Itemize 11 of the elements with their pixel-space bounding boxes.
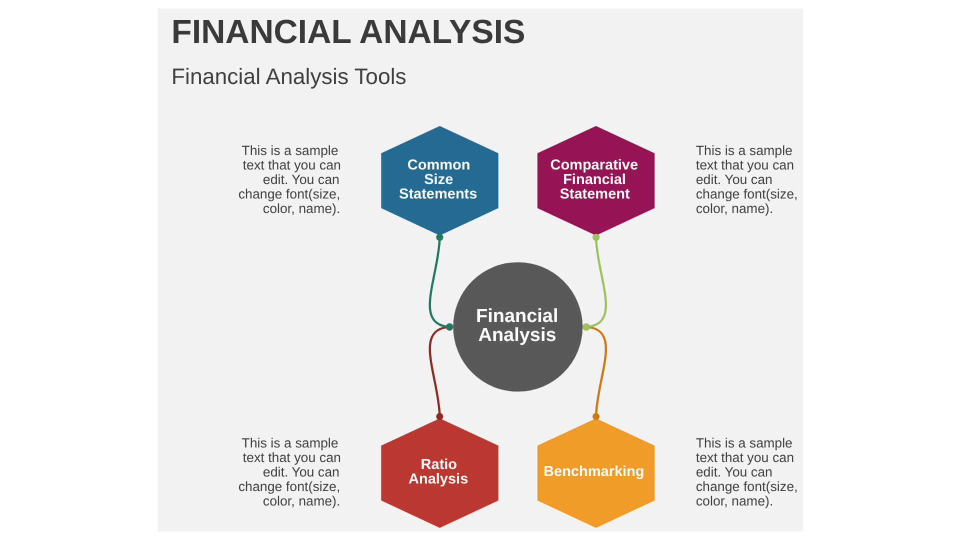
connector: [582, 234, 606, 330]
node-circle: Financial Analysis: [452, 262, 582, 392]
connector: [428, 234, 453, 330]
connector: [582, 323, 606, 420]
node-label: This is a sample text that you can edit. You can change font(size, color, name).: [238, 143, 340, 216]
node-label: This is a sample text that you can edit. You can change font(size, color, name).: [695, 436, 798, 509]
node-label: This is a sample text that you can edit. You can change font(size, color, name).: [695, 143, 798, 216]
connector: [428, 323, 453, 420]
diagram-title: FINANCIAL ANALYSIS: [170, 14, 525, 51]
label: Financial Analysis Tools: [170, 64, 406, 90]
node-label: This is a sample text that you can edit. You can change font(size, color, name).: [238, 436, 340, 509]
